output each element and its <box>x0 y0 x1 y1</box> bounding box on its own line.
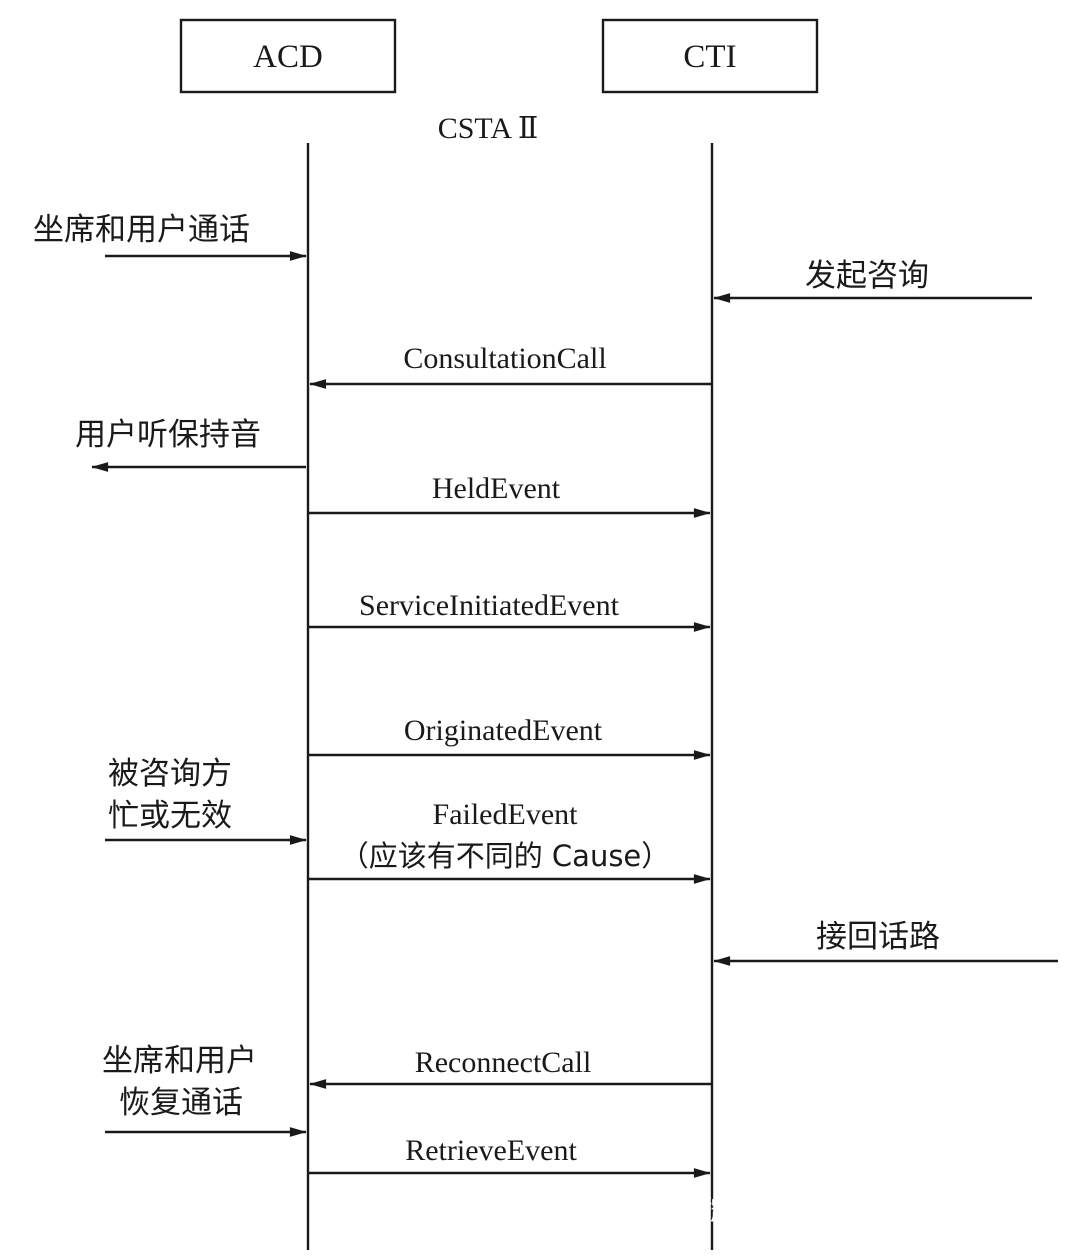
service-initiated-event-label: ServiceInitiatedEvent <box>359 589 620 622</box>
resume-note-line1: 坐席和用户 <box>102 1043 257 1079</box>
reconnect-call-label: ReconnectCall <box>415 1046 592 1079</box>
reconnect-path-note: 接回话路 <box>816 919 940 955</box>
consulted-busy-note-line1: 被咨询方 <box>108 756 232 792</box>
failed-event-label: FailedEvent <box>433 798 579 831</box>
cti-entity-box: CTI <box>601 18 819 94</box>
held-event-label: HeldEvent <box>432 472 561 505</box>
user-hears-hold-note: 用户听保持音 <box>75 417 261 453</box>
acd-label: ACD <box>253 39 323 75</box>
acd-entity-box: ACD <box>179 18 397 94</box>
cti-label: CTI <box>683 39 736 75</box>
protocol-label: CSTA Ⅱ <box>438 112 539 145</box>
watermark-text: 微信号: chenxiaohuan_web <box>704 1196 1033 1226</box>
consultation-call-label: ConsultationCall <box>403 342 606 375</box>
resume-note-line2: 恢复通话 <box>119 1085 243 1121</box>
failed-event-cause-note: （应该有不同的 Cause） <box>340 839 671 873</box>
consulted-busy-note-line2: 忙或无效 <box>108 798 232 834</box>
originated-event-label: OriginatedEvent <box>404 714 603 747</box>
agent-user-talking-note: 坐席和用户通话 <box>33 212 250 248</box>
wechat-icon <box>651 1193 695 1227</box>
watermark: 微信号: chenxiaohuan_web <box>651 1193 1033 1227</box>
initiate-consult-note: 发起咨询 <box>805 258 929 294</box>
retrieve-event-label: RetrieveEvent <box>405 1134 577 1167</box>
